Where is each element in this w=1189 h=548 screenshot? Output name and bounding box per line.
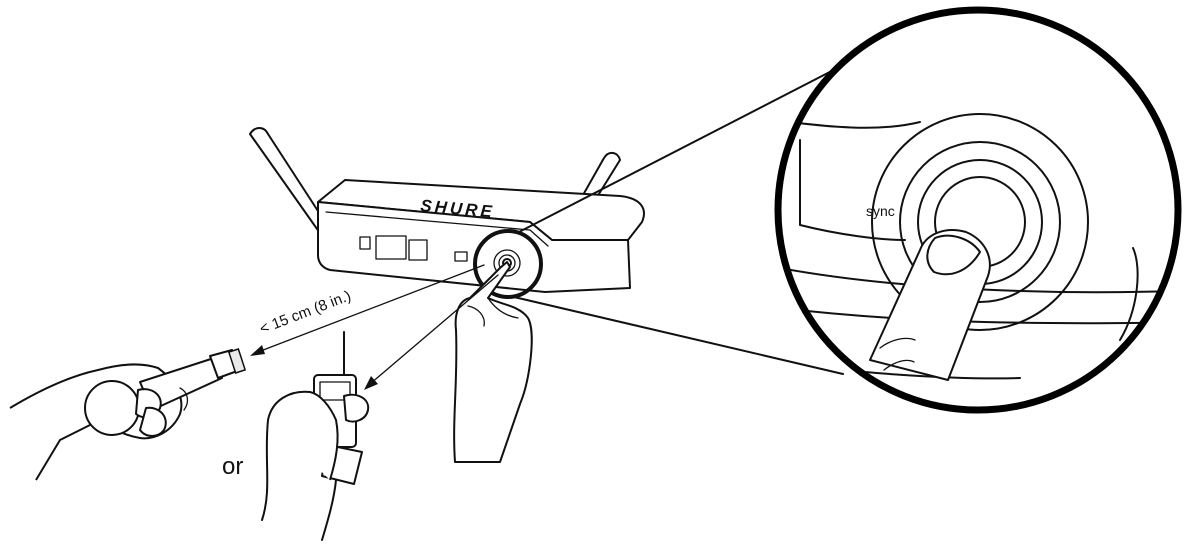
- bodypack-transmitter-icon: [261, 331, 370, 541]
- handheld-microphone-icon: [9, 348, 247, 481]
- distance-arrows: [250, 264, 499, 390]
- sync-button-detail: sync: [774, 6, 1182, 414]
- receiver-icon: SHURE: [249, 127, 645, 293]
- sync-label: sync: [866, 203, 895, 219]
- distance-label: < 15 cm (8 in.): [257, 287, 353, 337]
- hand-pressing-icon: [453, 261, 533, 463]
- magnifier-icon: [473, 41, 889, 375]
- or-label: or: [222, 453, 243, 480]
- finger-icon: [869, 229, 991, 381]
